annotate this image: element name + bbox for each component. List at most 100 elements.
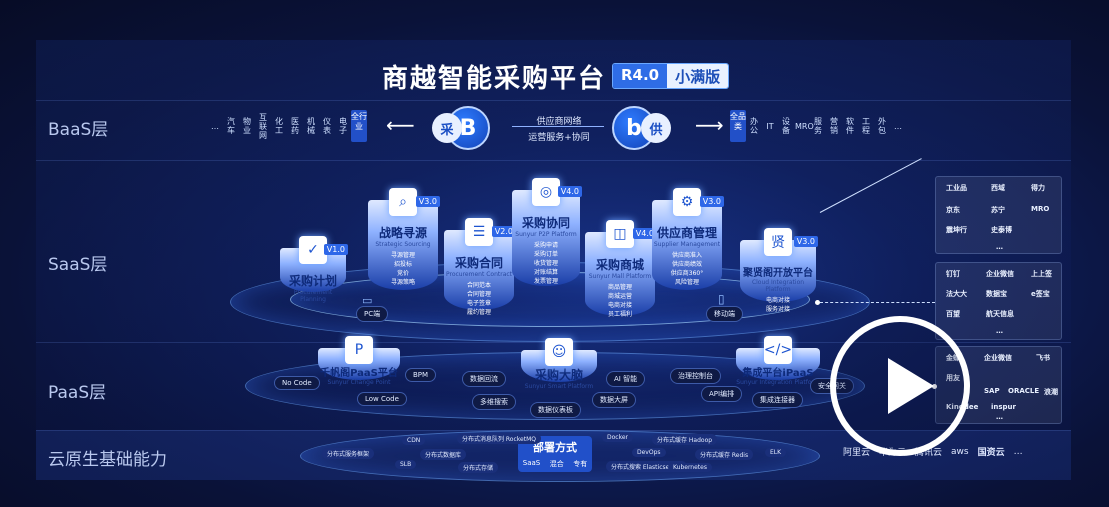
category-item: 软件 [846, 117, 854, 135]
module-subtitle: Sunyur P2P Platform [515, 231, 577, 238]
buyer-badge: 采 [432, 113, 462, 143]
industry-item: 机械 [307, 117, 315, 135]
play-icon [888, 358, 934, 414]
paas-pill: No Code [274, 376, 320, 390]
module-subtitle: Sunyur Smart Platform [524, 383, 594, 390]
module-item: 供应商准入 [671, 252, 702, 259]
left-arrow-icon: ⟵ [386, 113, 415, 137]
logo: 飞书 [1036, 354, 1050, 362]
logo: 法大大 [946, 290, 967, 298]
deployment-item: 专有 [573, 460, 588, 468]
module-name: 聚贤阁开放平台 [743, 268, 813, 279]
logo: 得力 [1031, 184, 1045, 192]
deployment-item: SaaS [522, 459, 541, 467]
industry-item: 互联网 [259, 112, 267, 140]
provider-more: … [1013, 446, 1023, 457]
brain-icon: ☺ [545, 338, 573, 366]
module-item: 商城运营 [607, 293, 632, 300]
tools-logo-panel: 钉钉 企业微信 上上签 法大大 数据宝 e签宝 百望 航天信息 … [935, 262, 1062, 340]
provider-guozi: 国资云 [977, 448, 1005, 458]
cloud-pill: DevOps [632, 448, 666, 457]
module-item: 风险管理 [674, 279, 699, 286]
module-item: 员工福利 [607, 311, 632, 318]
version-tag: V2.0 [491, 226, 516, 237]
cloud-pill: 分布式消息队列 RocketMQ [457, 433, 541, 444]
search-icon: ⌕ [389, 188, 417, 216]
saas-layer-label: SaaS层 [48, 255, 108, 275]
module-item: 寻源策略 [390, 279, 415, 286]
logo: e签宝 [1031, 290, 1050, 298]
module-item: 招投标 [393, 261, 412, 268]
industry-item: 医药 [291, 117, 299, 135]
baas-layer-label: BaaS层 [48, 120, 109, 140]
module-item: 采购申请 [533, 242, 558, 249]
logo: 航天信息 [986, 310, 1014, 318]
p-icon: P [345, 336, 373, 364]
industry-item: 电子 [339, 117, 347, 135]
industry-item: 仪表 [323, 117, 331, 135]
code-icon: </> [764, 336, 792, 364]
module-item: 合同管理 [466, 291, 491, 298]
module-item: 对账结算 [533, 269, 558, 276]
version-tag: V3.0 [793, 236, 818, 247]
module-name: 采购协同 [521, 216, 570, 230]
version-tag: V4.0 [557, 186, 582, 197]
industry-item: 物业 [243, 117, 251, 135]
ecommerce-logo-panel: 工业品 西域 得力 京东 苏宁 MRO 震坤行 史泰博 … [935, 176, 1062, 254]
play-button[interactable] [830, 316, 970, 456]
module-item: 采购订单 [533, 251, 558, 258]
cloud-pill: 分布式缓存 Redis [695, 449, 754, 460]
version-tag: V3.0 [699, 196, 724, 207]
logo: MRO [1031, 205, 1050, 213]
logo: 京东 [946, 206, 960, 214]
logo: 工业品 [946, 184, 967, 192]
logo: 史泰博 [991, 226, 1012, 234]
all-industries-box: 全行业 [351, 110, 367, 142]
logo: 上上签 [1031, 270, 1052, 278]
paas-pill: API编排 [701, 386, 743, 402]
cloud-pill: Docker [602, 433, 634, 442]
check-icon: ✓ [299, 236, 327, 264]
module-item: 合同范本 [466, 282, 491, 289]
paas-pill: 多维搜索 [472, 394, 516, 410]
network-bottom-text: 运营服务+协同 [528, 133, 590, 143]
logo: 浪潮 [1044, 388, 1058, 396]
module-subtitle: Sunyur Change Point [327, 379, 391, 386]
page-title: 商越智能采购平台 [382, 64, 607, 94]
desktop-icon: ▭ [362, 294, 373, 307]
module-subtitle: Sunyur Integration Platform [736, 379, 820, 386]
module-name: 供应商管理 [656, 226, 717, 240]
all-categories-box: 全品类 [730, 110, 746, 142]
logo: ORACLE [1008, 387, 1040, 395]
module-item: 电商对接 [607, 302, 632, 309]
logo: 企业微信 [986, 270, 1014, 278]
right-arrow-icon: ⟶ [695, 113, 724, 137]
logo: 震坤行 [946, 226, 967, 234]
provider-aws: aws [951, 446, 969, 457]
module-item: 竞价 [396, 270, 409, 277]
cloud-pill: CDN [402, 436, 426, 445]
cloud-pill: 分布式缓存 Hadoop [652, 434, 718, 445]
paas-pill: 治理控制台 [670, 368, 721, 384]
industry-item: … [211, 121, 219, 131]
document-icon: ☰ [465, 218, 493, 246]
module-item: 寻源管理 [390, 252, 415, 259]
provider-aliyun: 阿里云 [843, 448, 871, 458]
paas-pill: BPM [405, 368, 437, 382]
logo: 百望 [946, 310, 960, 318]
module-item: 供应商360° [670, 270, 704, 277]
version-number: R4.0 [613, 64, 668, 88]
cloud-pill: SLB [395, 460, 417, 469]
paas-pill: 数据回流 [462, 371, 506, 387]
bag-icon: ◫ [606, 220, 634, 248]
